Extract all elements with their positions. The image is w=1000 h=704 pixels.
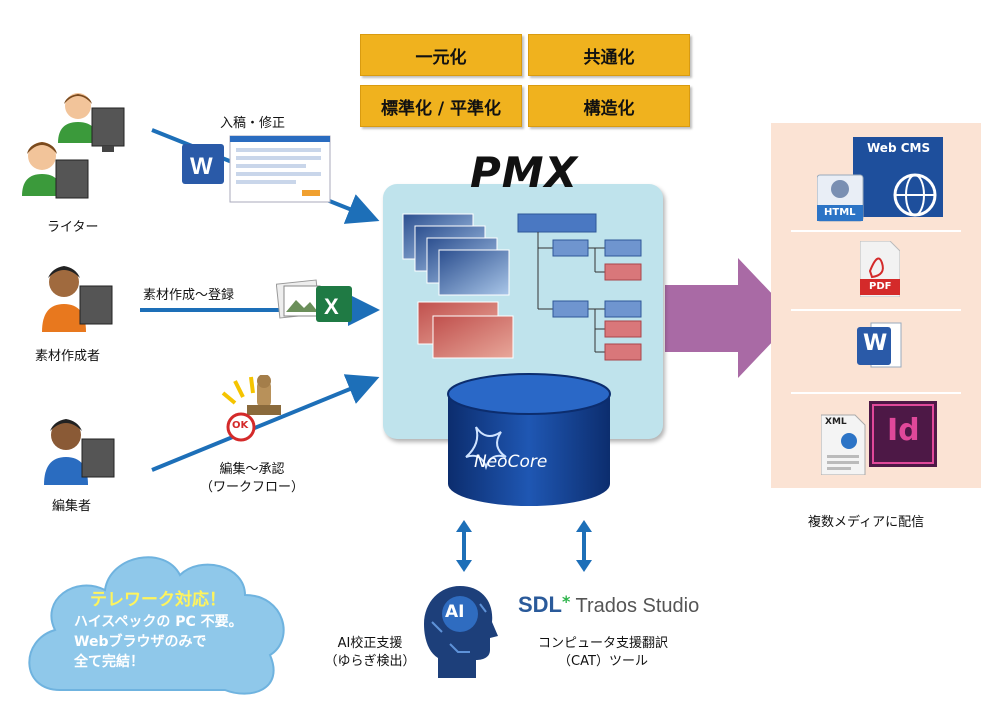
cat-label-line2: （CAT）ツール (558, 654, 648, 669)
database-cylinder-icon (447, 373, 611, 506)
indesign-label: Id (887, 413, 920, 448)
ai-label-line1: AI校正支援 (337, 636, 403, 651)
svg-text:W: W (190, 153, 213, 180)
web-cms-icon: Web CMS HTML (817, 137, 947, 227)
web-cms-label: Web CMS (867, 141, 931, 155)
sdl-trados-logo: SDL* Trados Studio (518, 592, 699, 618)
cloud-headline: テレワーク対応！ (90, 590, 226, 610)
ai-head-icon: AI (420, 582, 500, 682)
word-output-icon: W (857, 321, 903, 371)
trados-product-text: Trados Studio (575, 595, 700, 617)
media-dividers (791, 230, 961, 394)
pdf-icon: PDF (860, 241, 900, 297)
material-registration-label: 素材作成～登録 (143, 288, 235, 303)
material-creator-icon (36, 262, 126, 337)
approval-stamp-icon: OK (215, 375, 300, 445)
xml-indesign-icon: XML Id (821, 401, 951, 475)
media-output-panel: Web CMS HTML PDF W XML Id (771, 123, 981, 488)
writer-label: ライター (47, 220, 99, 235)
neocore-database: NeoCore (446, 372, 612, 510)
pmx-panel (383, 184, 663, 439)
ai-link-arrow (456, 520, 472, 572)
word-label: W (863, 331, 888, 356)
image-excel-icon: X (276, 276, 356, 326)
word-doc-icon: W (182, 144, 224, 184)
html-label: HTML (824, 207, 856, 218)
editing-approval-label-line2: （ワークフロー） (199, 480, 304, 495)
cat-label-line1: コンピュータ支援翻訳 (537, 636, 668, 651)
submission-label: 入稿・修正 (220, 116, 286, 131)
xml-label: XML (825, 417, 847, 427)
flow-arrow-editor (151, 374, 380, 472)
editor-icon (40, 415, 130, 490)
cloud-line1: ハイスペックの PC 不要。 (74, 614, 243, 630)
material-creator-label: 素材作成者 (35, 349, 101, 364)
cloud-line3: 全て完結！ (74, 654, 144, 670)
neocore-label: NeoCore (474, 452, 548, 472)
ai-label-line2: （ゆらぎ検出） (324, 654, 416, 669)
concept-tag-structuring: 構造化 (528, 85, 690, 127)
pdf-label: PDF (869, 281, 892, 292)
editing-approval-label-line1: 編集～承認 (219, 462, 285, 477)
media-caption: 複数メディアに配信 (808, 515, 925, 530)
concept-tag-unification: 一元化 (360, 34, 522, 76)
pmx-structure-graphic (402, 213, 642, 361)
sdl-brand-text: SDL (518, 592, 562, 617)
editor-label: 編集者 (52, 499, 92, 514)
cat-link-arrow (576, 520, 592, 572)
submission-thumbnail: W (182, 134, 332, 206)
pmx-title: PMX (470, 148, 578, 197)
cloud-line2: Webブラウザのみで (74, 634, 207, 650)
sdl-star-icon: * (562, 592, 571, 611)
svg-text:X: X (324, 294, 339, 319)
ai-badge-text: AI (445, 602, 465, 622)
concept-tag-standardization: 標準化 / 平準化 (360, 85, 522, 127)
telework-cloud (28, 556, 285, 695)
concept-tag-commonization: 共通化 (528, 34, 690, 76)
output-arrow (665, 258, 795, 378)
ok-stamp-text: OK (232, 420, 249, 431)
person-icon (58, 93, 98, 143)
writer-icon (20, 88, 140, 208)
